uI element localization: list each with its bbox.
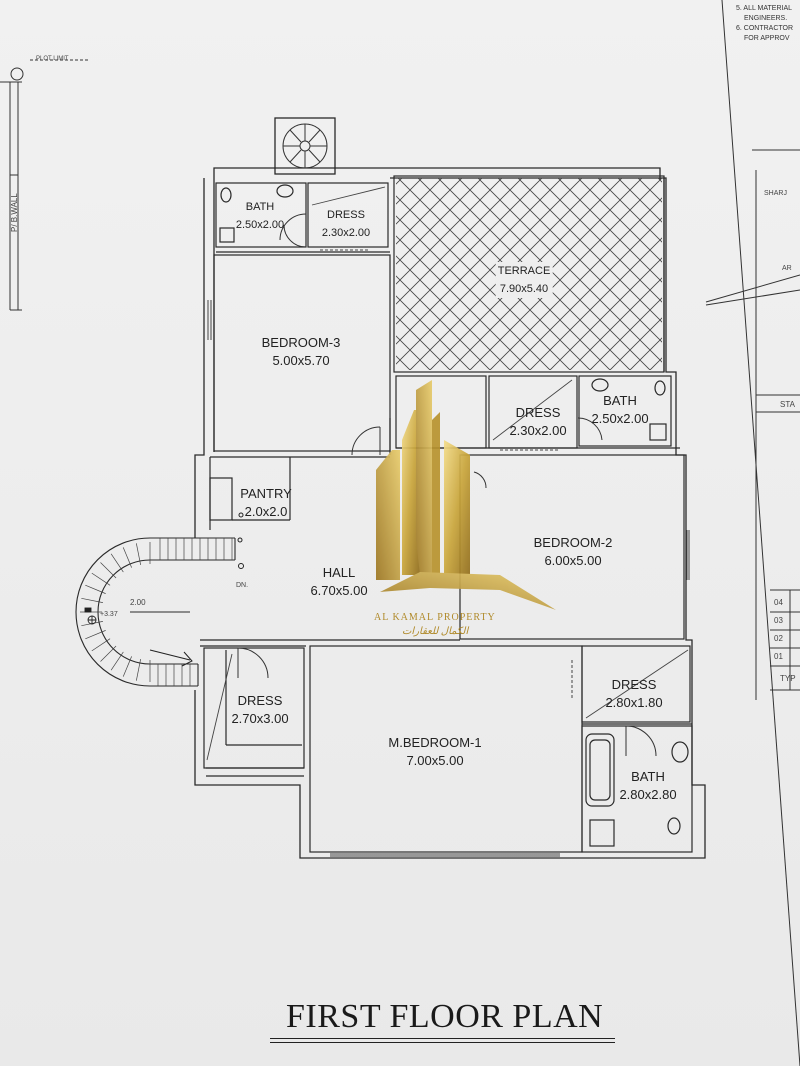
- revision-row: 04: [774, 598, 783, 607]
- plot-boundary: [0, 59, 90, 311]
- room-hall: HALL 6.70x5.00: [310, 564, 367, 600]
- room-name: DRESS: [237, 693, 283, 708]
- room-name: PANTRY: [240, 486, 292, 501]
- room-master-bedroom: M.BEDROOM-1 7.00x5.00: [388, 734, 481, 770]
- room-name: BATH: [245, 201, 275, 213]
- sheet-border: [705, 0, 800, 1066]
- room-dress-right: DRESS 2.80x1.80: [605, 676, 662, 712]
- stair-tread: [122, 656, 132, 677]
- stair-tread: [110, 553, 124, 573]
- revision-row: 03: [774, 616, 783, 625]
- room-dims: 5.00x5.70: [272, 353, 330, 368]
- room-dims: 6.00x5.00: [544, 553, 602, 568]
- boundary-wall-label: P/ B.WALL: [10, 193, 19, 232]
- stair-level-label: 2.00: [130, 598, 146, 607]
- company-logo-watermark: [376, 380, 556, 610]
- stair-arrow: [149, 512, 244, 667]
- note-line: FOR APPROV: [744, 35, 790, 42]
- title-underline: [270, 1038, 615, 1039]
- stair-down-label: DN.: [236, 582, 249, 589]
- room-name: DRESS: [611, 677, 657, 692]
- stair-tread: [85, 630, 106, 640]
- stair-tread: [122, 547, 132, 568]
- room-pantry: PANTRY 2.0x2.0: [240, 485, 292, 521]
- roof-spiral-stair: [282, 123, 328, 169]
- watermark-arabic-name: الكمال للعقارات: [402, 626, 469, 637]
- note-line: 6. CONTRACTOR: [736, 25, 794, 32]
- room-name: DRESS: [515, 405, 561, 420]
- stair-treads: [80, 538, 233, 686]
- note-line: 5. ALL MATERIAL: [736, 5, 793, 12]
- drawing-title: FIRST FLOOR PLAN: [286, 998, 604, 1035]
- room-bath-mid: BATH 2.50x2.00: [591, 392, 648, 428]
- room-name: BEDROOM-3: [261, 335, 341, 350]
- door-swings: [237, 213, 657, 757]
- title-underline: [270, 1042, 615, 1043]
- stair-tread: [91, 572, 111, 586]
- room-dims: 2.30x2.00: [509, 423, 567, 438]
- room-name: BATH: [603, 393, 637, 408]
- wardrobe-lines: [206, 186, 689, 761]
- revision-row: 01: [774, 652, 783, 661]
- room-dims: 2.80x1.80: [605, 695, 663, 710]
- room-dims: 2.70x3.00: [231, 711, 289, 726]
- room-dims: 2.80x2.80: [619, 787, 677, 802]
- room-dims: 7.00x5.00: [406, 753, 464, 768]
- room-terrace: TERRACE 7.90x5.40: [495, 262, 553, 298]
- room-name: M.BEDROOM-1: [388, 735, 482, 750]
- room-name: HALL: [322, 565, 356, 580]
- stair-tread: [136, 543, 141, 565]
- revision-row: 02: [774, 634, 783, 643]
- stair-tread: [85, 584, 106, 594]
- stair-tread: [100, 562, 117, 579]
- windows: [207, 249, 690, 857]
- general-notes: 5. ALL MATERIAL ENGINEERS. 6. CONTRACTOR…: [736, 4, 793, 44]
- room-dress-top: DRESS 2.30x2.00: [322, 206, 370, 242]
- room-dress-mid: DRESS 2.30x2.00: [509, 404, 566, 440]
- stair-tread: [110, 651, 124, 671]
- room-dims: 6.70x5.00: [310, 583, 368, 598]
- stair-tread: [136, 659, 141, 681]
- room-dims: 2.50x2.00: [235, 219, 285, 231]
- stair-level-marker: [84, 607, 97, 625]
- stair-level-label: +3.37: [100, 611, 118, 618]
- room-name: BEDROOM-2: [533, 535, 613, 550]
- room-bedroom-3: BEDROOM-3 5.00x5.70: [262, 334, 341, 370]
- title-block-text: SHARJ: [764, 190, 787, 197]
- note-line: ENGINEERS.: [744, 15, 788, 22]
- stair-tread: [81, 598, 103, 603]
- room-dims: 2.50x2.00: [591, 411, 649, 426]
- watermark-company-name: AL KAMAL PROPERTY: [374, 612, 496, 623]
- plot-limit-label: PLOT LIMIT: [36, 56, 69, 62]
- room-dims: 7.90x5.40: [495, 280, 553, 298]
- room-bath-master: BATH 2.80x2.80: [619, 768, 676, 804]
- room-name: TERRACE: [495, 262, 553, 280]
- room-name: BATH: [631, 769, 665, 784]
- room-dress-left: DRESS 2.70x3.00: [231, 692, 288, 728]
- stair-tread: [100, 645, 117, 662]
- room-dims: 2.0x2.0: [244, 504, 288, 519]
- room-bedroom-2: BEDROOM-2 6.00x5.00: [534, 534, 613, 570]
- room-bath-top: BATH 2.50x2.00: [236, 198, 284, 234]
- title-block-text: STA: [780, 400, 795, 409]
- title-block-text: AR: [782, 265, 792, 272]
- room-name: DRESS: [327, 209, 365, 221]
- stair-tread: [91, 638, 111, 652]
- room-dims: 2.30x2.00: [321, 227, 371, 239]
- title-block-text: TYP: [780, 674, 796, 683]
